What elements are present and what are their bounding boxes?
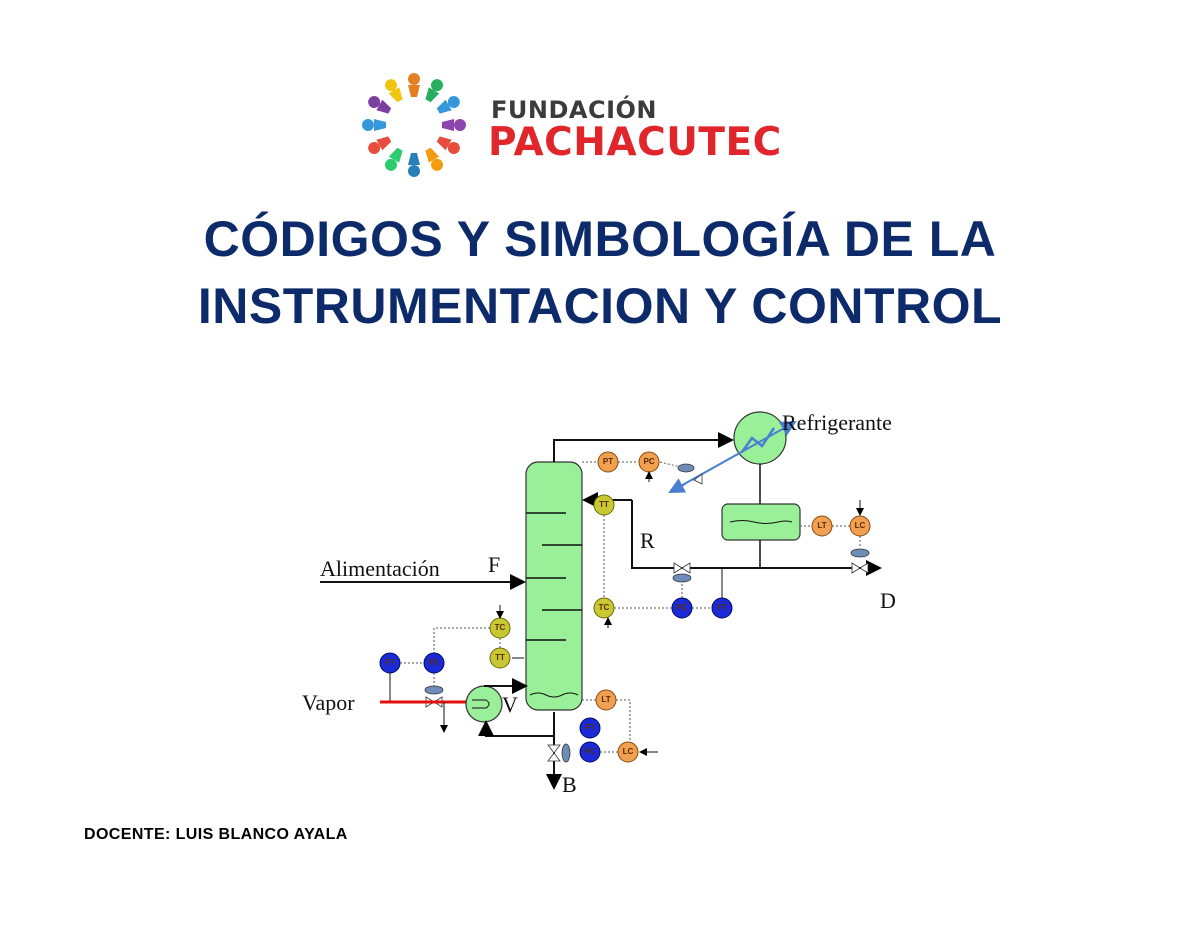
pressure-controller: PC (638, 451, 660, 473)
flow-transmitter-reflux: FT (711, 597, 733, 619)
tag-tc-mid: TC (599, 603, 610, 612)
logo-text-pachacutec: PACHACUTEC (488, 120, 782, 165)
level-transmitter-bottom: LT (595, 689, 617, 711)
tag-fc-b: FC (585, 747, 596, 756)
tag-lt-drum: LT (817, 521, 826, 530)
distillation-column (525, 461, 583, 711)
coolant-valve (677, 463, 703, 485)
tag-lc-b: LC (623, 747, 634, 756)
condenser (733, 411, 787, 465)
flow-controller-bottoms: FC (579, 741, 601, 763)
flow-transmitter-steam: FT (379, 652, 401, 674)
tag-tc-bot: TC (495, 623, 506, 632)
reboiler (465, 685, 503, 723)
label-v: V (502, 692, 518, 717)
flow-controller-reflux: FC (671, 597, 693, 619)
tag-lt-bot: LT (601, 695, 610, 704)
tag-fc-r: FC (677, 603, 688, 612)
steam-valve (424, 685, 444, 708)
temperature-controller-bottom: TC (489, 617, 511, 639)
logo-ring-icon (362, 73, 466, 177)
temperature-transmitter-bottom: TT (489, 647, 511, 669)
level-controller-drum: LC (849, 515, 871, 537)
bottoms-valve (547, 743, 571, 763)
tag-pc: PC (643, 457, 654, 466)
reflux-valve (672, 562, 692, 583)
fundacion-logo (362, 73, 466, 177)
tag-tt-top: TT (599, 500, 609, 509)
distillate-valve (850, 548, 870, 574)
label-d: D (880, 588, 896, 613)
logo-text-fundacion: FUNDACIÓN (491, 96, 657, 124)
label-refrigerante: Refrigerante (782, 410, 892, 435)
tag-ft-b: FT (585, 723, 595, 732)
label-r: R (640, 528, 655, 553)
tag-ft-r: FT (717, 603, 727, 612)
teacher-name: DOCENTE: LUIS BLANCO AYALA (84, 826, 348, 843)
label-vapor: Vapor (302, 690, 355, 715)
label-b: B (562, 772, 577, 797)
tag-tt-bot: TT (495, 653, 505, 662)
label-f: F (488, 552, 500, 577)
level-transmitter-drum: LT (811, 515, 833, 537)
flow-transmitter-bottoms: FT (579, 717, 601, 739)
tag-ft-steam: FT (385, 658, 395, 667)
level-controller-bottom: LC (617, 741, 639, 763)
label-alimentacion: Alimentación (320, 556, 440, 581)
temperature-transmitter-top: TT (593, 494, 615, 516)
tag-pt: PT (603, 457, 613, 466)
reflux-drum (721, 503, 801, 541)
distillation-column-diagram: PT PC TT TC FC FT (302, 410, 896, 797)
flow-controller-steam: FC (423, 652, 445, 674)
page-title-line-1: CÓDIGOS Y SIMBOLOGÍA DE LA (203, 211, 997, 267)
pressure-transmitter: PT (597, 451, 619, 473)
page-title-line-2: INSTRUMENTACION Y CONTROL (197, 278, 1003, 334)
temperature-controller-mid: TC (593, 597, 615, 619)
tag-fc-steam: FC (429, 658, 440, 667)
tag-lc-drum: LC (855, 521, 866, 530)
